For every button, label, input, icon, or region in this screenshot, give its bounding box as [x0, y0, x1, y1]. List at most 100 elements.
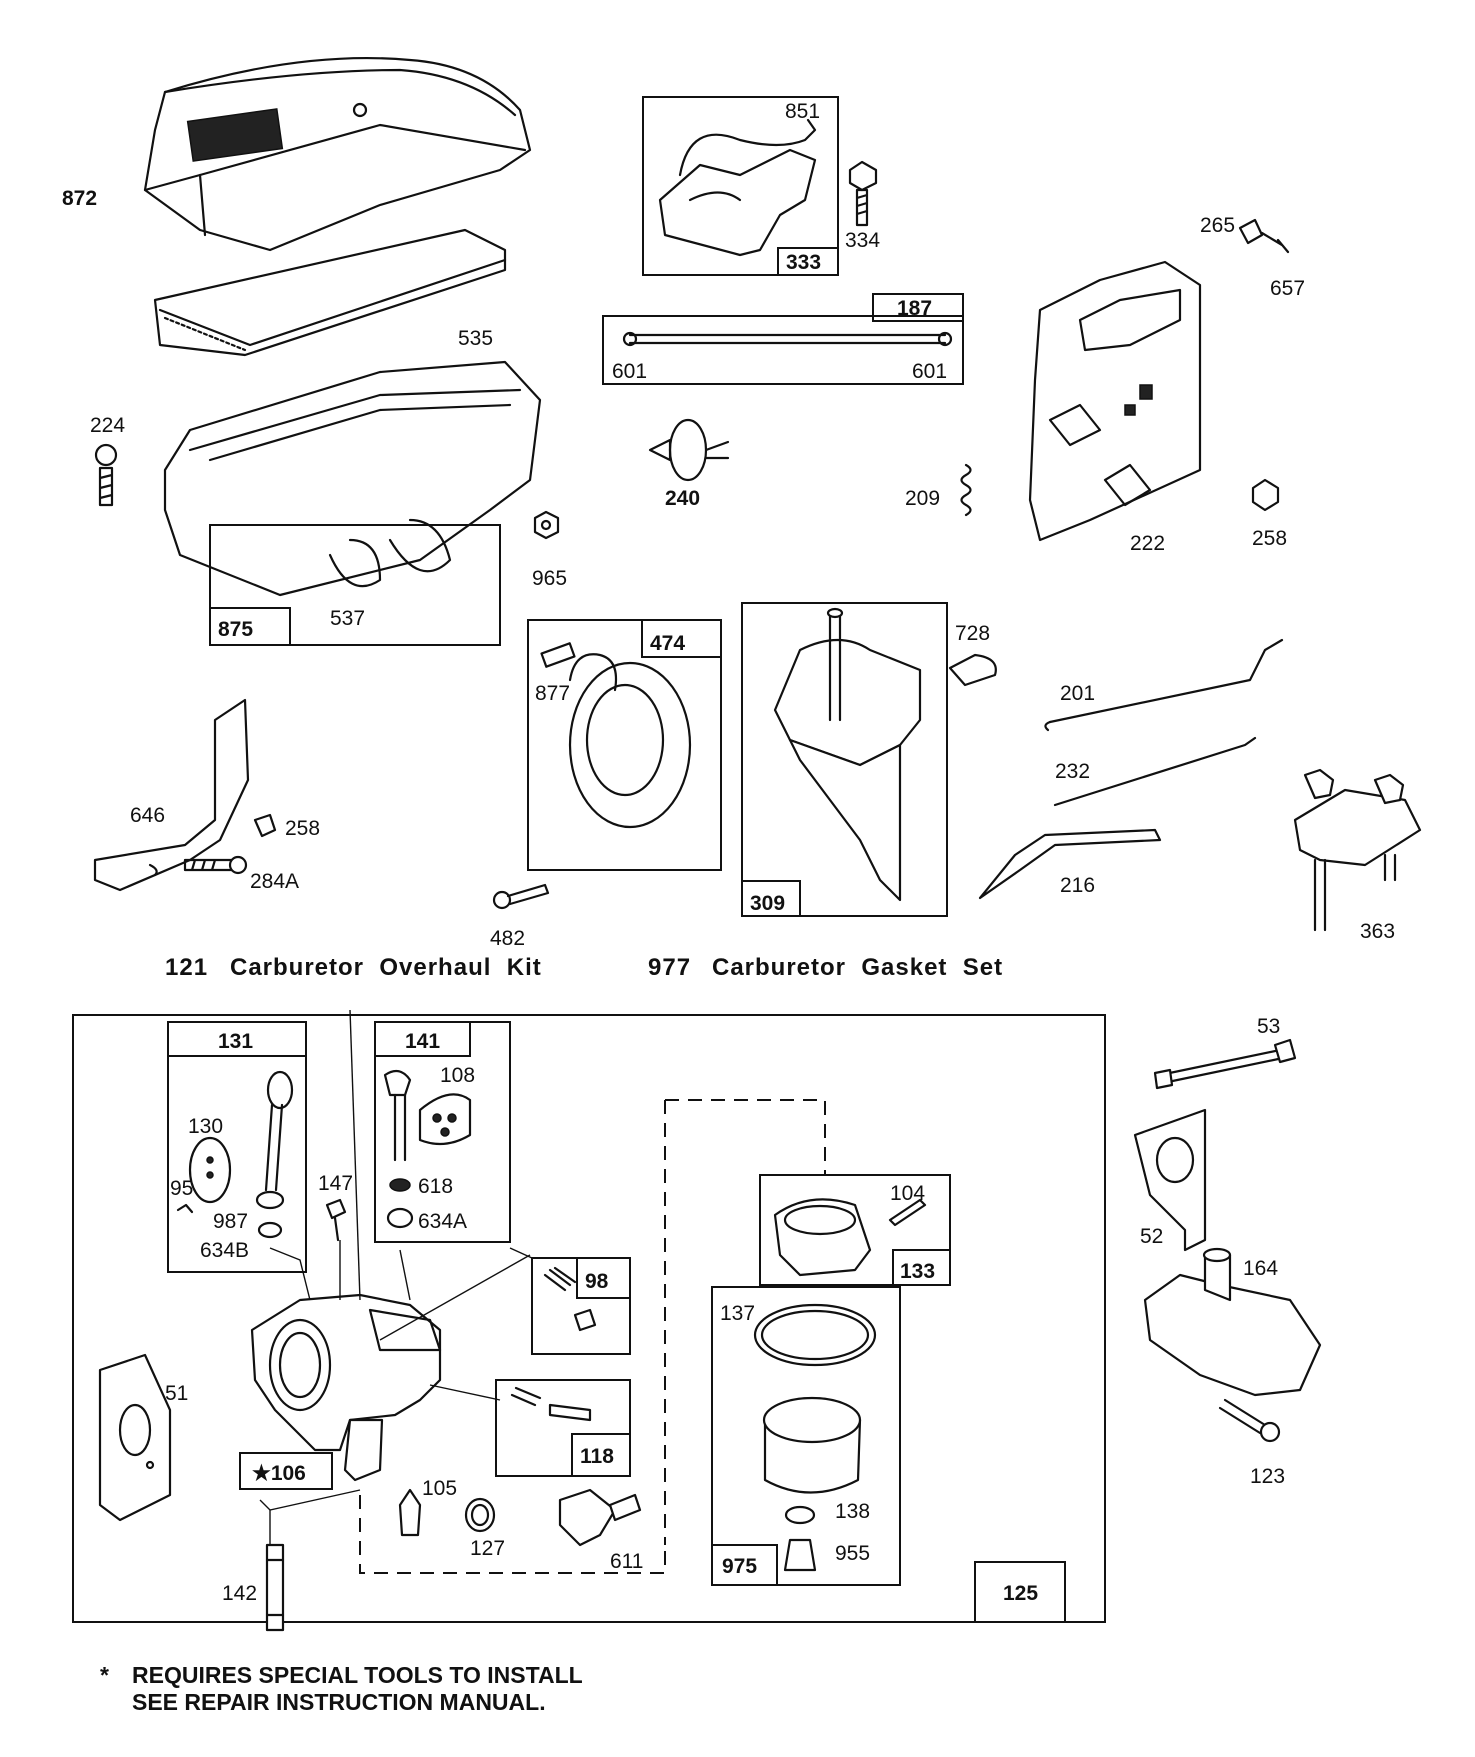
label-209: 209 [905, 487, 940, 510]
label-118: 118 [580, 1445, 614, 1468]
label-201: 201 [1060, 682, 1095, 705]
kit-box-333-outline [642, 96, 839, 276]
label-98: 98 [585, 1270, 609, 1293]
label-611: 611 [610, 1550, 643, 1573]
label-51: 51 [165, 1382, 188, 1405]
kit-box-309-tab [741, 880, 801, 917]
label-334: 334 [845, 229, 880, 252]
kit-box-125-tab [974, 1561, 1066, 1623]
screw-258-top [1251, 478, 1280, 512]
label-634A: 634A [418, 1210, 467, 1233]
screw-147 [325, 1198, 347, 1242]
spring-209 [960, 463, 972, 517]
kit-box-131-outline [167, 1021, 307, 1273]
kit-box-141-tab [374, 1021, 471, 1057]
label-232: 232 [1055, 760, 1090, 783]
label-875: 875 [218, 618, 253, 641]
label-284A: 284A [250, 870, 299, 893]
seat-106 [239, 1452, 333, 1490]
needle-105 [398, 1488, 422, 1537]
label-52: 52 [1140, 1225, 1163, 1248]
kit-box-187-tab [872, 293, 964, 322]
kit-121-name: Carburetor Overhaul Kit [230, 954, 542, 981]
air-filter-element [153, 228, 507, 357]
label-333: 333 [786, 251, 821, 274]
label-955: 955 [835, 1542, 870, 1565]
kit-977-number: 977 [648, 954, 691, 981]
screw-265-657 [1238, 218, 1290, 254]
air-cleaner-base [163, 360, 542, 597]
label-482: 482 [490, 927, 525, 950]
clip-127 [464, 1497, 496, 1533]
rod-201 [1044, 638, 1284, 732]
rod-216 [978, 828, 1162, 900]
label-618: 618 [418, 1175, 453, 1198]
label-537: 537 [330, 607, 365, 630]
label-141: 141 [405, 1030, 440, 1053]
part-728 [948, 653, 997, 687]
kit-box-125-outline [72, 1014, 1106, 1623]
intake-164 [1143, 1247, 1322, 1397]
kit-box-333-tab [777, 247, 839, 276]
kit-box-187-outline [602, 315, 964, 385]
label-108: 108 [440, 1064, 475, 1087]
idle-screw-118 [510, 1386, 592, 1422]
dashed-boundary-top [665, 1099, 826, 1175]
bracket-646 [93, 698, 250, 892]
part-labels: 872 535 224 875 537 965 851 334 333 187 … [62, 100, 1395, 1605]
screw-334 [848, 160, 878, 227]
needle-valve-131 [176, 1070, 294, 1239]
label-728: 728 [955, 622, 990, 645]
label-187: 187 [897, 297, 932, 320]
label-987: 987 [213, 1210, 248, 1233]
label-601-left: 601 [612, 360, 647, 383]
footnote-star: * [100, 1662, 109, 1688]
label-877: 877 [535, 682, 570, 705]
label-123: 123 [1250, 1465, 1285, 1488]
kit-box-309-outline [741, 602, 948, 917]
label-872: 872 [62, 187, 97, 210]
kit-box-975-outline [711, 1286, 901, 1586]
kit-box-98-tab [576, 1257, 631, 1299]
screw-spring-98 [543, 1266, 597, 1332]
screw-284A [183, 855, 248, 875]
kit-121-number: 121 [165, 954, 208, 981]
label-125: 125 [1003, 1582, 1038, 1605]
tube-142 [265, 1543, 285, 1632]
screw-482 [492, 883, 550, 910]
label-53: 53 [1257, 1015, 1280, 1038]
footnote: * REQUIRES SPECIAL TOOLS TO INSTALL SEE … [100, 1662, 583, 1715]
float-bowl-parts-141 [383, 1069, 472, 1229]
control-bracket-222 [1028, 260, 1202, 542]
label-142: 142 [222, 1582, 257, 1605]
label-130: 130 [188, 1115, 223, 1138]
kit-box-474-outline [527, 619, 722, 871]
kit-977-name: Carburetor Gasket Set [712, 954, 1003, 981]
label-105: 105 [422, 1477, 457, 1500]
alternator-474 [540, 642, 692, 829]
label-222: 222 [1130, 532, 1165, 555]
label-535: 535 [458, 327, 493, 350]
rod-232 [1053, 736, 1257, 807]
kit-box-875-tab [209, 607, 291, 646]
shaft-53 [1153, 1038, 1297, 1090]
air-cleaner-cover [143, 56, 532, 252]
bowl-975 [753, 1303, 877, 1572]
kit-box-474-tab [641, 619, 722, 658]
kit-box-975-tab [711, 1544, 778, 1586]
label-474: 474 [650, 632, 685, 655]
fitting-611 [558, 1488, 642, 1547]
label-138: 138 [835, 1500, 870, 1523]
kit-box-118-outline [495, 1379, 631, 1477]
label-657: 657 [1270, 277, 1305, 300]
dashed-boundary-bottom [359, 1495, 666, 1574]
label-147: 147 [318, 1172, 353, 1195]
label-646: 646 [130, 804, 165, 827]
label-224: 224 [90, 414, 125, 437]
governor-309 [773, 607, 922, 902]
label-133: 133 [900, 1260, 935, 1283]
screw-123 [1218, 1398, 1281, 1443]
footnote-line2: SEE REPAIR INSTRUCTION MANUAL. [132, 1689, 546, 1715]
